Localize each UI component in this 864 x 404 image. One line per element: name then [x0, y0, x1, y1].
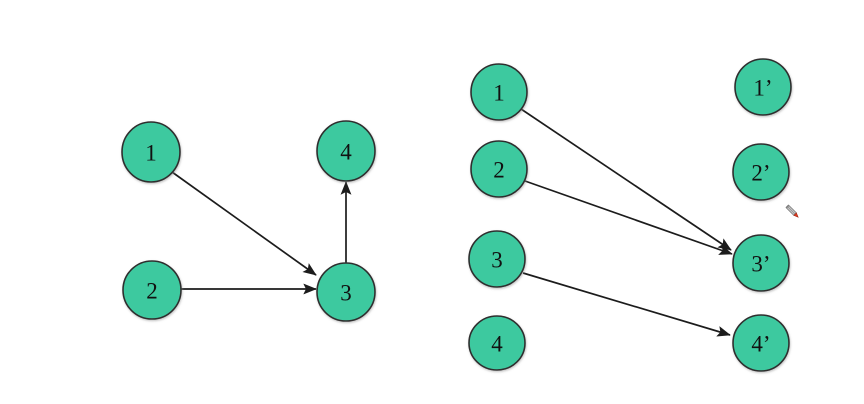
left-graph-nodes: 1 2 3 4 — [121, 120, 376, 322]
node-p4[interactable]: 4’ — [732, 314, 790, 372]
node-1[interactable]: 1 — [121, 121, 181, 183]
right-graph-source-nodes: 1 2 3 4 — [468, 63, 528, 371]
right-graph-edges — [520, 108, 733, 337]
node-4[interactable]: 4 — [316, 120, 376, 182]
node-m3-circle[interactable] — [468, 230, 526, 288]
node-3-circle[interactable] — [316, 262, 376, 322]
node-m2-label: 2 — [493, 158, 505, 183]
node-m1-circle[interactable] — [470, 63, 528, 121]
left-graph: 1 2 3 4 — [121, 120, 376, 322]
node-4-label: 4 — [340, 140, 352, 165]
node-m4-label: 4 — [491, 332, 503, 357]
node-m3[interactable]: 3 — [468, 230, 526, 288]
node-p1-circle[interactable] — [734, 58, 792, 116]
node-p3-label: 3’ — [751, 252, 770, 277]
node-p1-label: 1’ — [753, 76, 772, 101]
node-m2[interactable]: 2 — [470, 140, 528, 198]
node-2-circle[interactable] — [122, 260, 182, 320]
node-m1-label: 1 — [493, 81, 505, 106]
node-p3[interactable]: 3’ — [732, 234, 790, 292]
node-p1[interactable]: 1’ — [734, 58, 792, 116]
node-2[interactable]: 2 — [122, 260, 182, 320]
right-graph: 1 2 3 4 1’ — [468, 58, 792, 372]
node-p3-circle[interactable] — [732, 234, 790, 292]
node-p4-circle[interactable] — [732, 314, 790, 372]
pencil-cursor-icon — [785, 204, 799, 218]
node-2-label: 2 — [146, 279, 158, 304]
node-p2[interactable]: 2’ — [732, 143, 790, 201]
edge-1-to-3prime — [520, 108, 732, 251]
edge-3-to-4prime — [522, 272, 731, 337]
right-graph-target-nodes: 1’ 2’ 3’ 4’ — [732, 58, 792, 372]
node-4-circle[interactable] — [316, 120, 376, 182]
node-m4-circle[interactable] — [468, 315, 526, 371]
node-1-label: 1 — [145, 141, 157, 166]
left-graph-edges — [171, 171, 352, 295]
edge-1-to-3 — [171, 171, 317, 276]
node-m2-circle[interactable] — [470, 140, 528, 198]
node-p2-label: 2’ — [751, 161, 770, 186]
node-3-label: 3 — [340, 281, 352, 306]
edge-2-to-3prime — [524, 180, 733, 255]
node-p2-circle[interactable] — [732, 143, 790, 201]
node-m4[interactable]: 4 — [468, 315, 526, 371]
node-1-circle[interactable] — [121, 121, 181, 183]
node-p4-label: 4’ — [751, 332, 770, 357]
node-m1[interactable]: 1 — [470, 63, 528, 121]
node-3[interactable]: 3 — [316, 262, 376, 322]
node-m3-label: 3 — [491, 248, 503, 273]
